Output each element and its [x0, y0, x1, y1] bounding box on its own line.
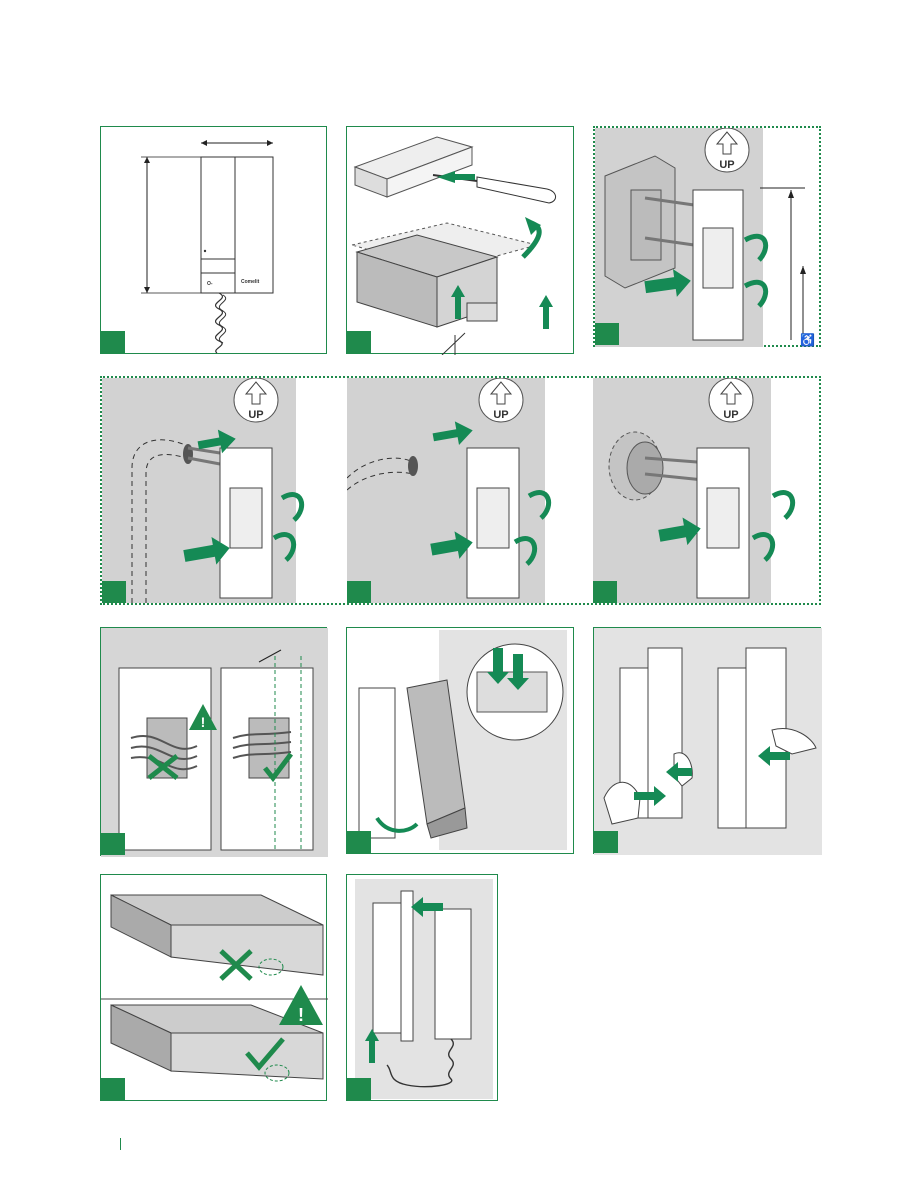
page-edge-marker [120, 1138, 121, 1150]
panel-latch-check: ! [100, 874, 327, 1101]
panel-connect-handset [346, 874, 498, 1101]
panel-attach-cover [346, 627, 574, 854]
up-label: UP [493, 409, 508, 421]
step-number-tab [347, 1078, 371, 1100]
panel-dimensions: O- Comelit [100, 126, 327, 354]
panel-slide-handset-cover [593, 627, 821, 854]
mount-wall-plugs-cable-illustration: UP [102, 378, 328, 603]
step-number-tab [347, 581, 371, 603]
panel-sub-wall-plugs: UP [347, 378, 575, 603]
svg-text:O-: O- [207, 281, 213, 287]
step-number-tab [595, 323, 619, 345]
brand-wordmark: Comelit [241, 279, 260, 285]
connect-handset-illustration [347, 875, 499, 1102]
step-number-tab [101, 833, 125, 855]
mount-wall-plugs-illustration: UP [347, 378, 575, 603]
dimensions-illustration: O- Comelit [101, 127, 328, 355]
attach-cover-illustration [347, 628, 575, 855]
step-number-tab [102, 581, 126, 603]
panel-sub-wall-plugs-cable: UP [102, 378, 328, 603]
step-number-tab [594, 831, 618, 853]
open-housing-illustration [347, 127, 575, 355]
up-label: UP [723, 409, 738, 421]
up-label: UP [719, 159, 734, 171]
accessibility-icon: ♿ [800, 333, 815, 347]
panel-open-housing [346, 126, 574, 354]
slide-handset-cover-illustration [594, 628, 822, 855]
latch-check-illustration: ! [101, 875, 328, 1102]
step-number-tab [101, 1078, 125, 1100]
wiring-routing-illustration: ! [101, 628, 328, 857]
panel-wiring-routing: ! [100, 627, 327, 856]
panel-sub-round-box: UP [593, 378, 819, 603]
step-number-tab [347, 331, 371, 353]
mount-flush-box-illustration: UP ♿ [595, 128, 821, 347]
step-number-tab [347, 831, 371, 853]
step-number-tab [593, 581, 617, 603]
panel-mount-flush-box: UP ♿ [593, 126, 821, 347]
step-number-tab [101, 331, 125, 353]
svg-text:!: ! [201, 714, 206, 730]
mount-round-box-illustration: UP [593, 378, 819, 603]
up-label: UP [248, 409, 263, 421]
svg-text:!: ! [298, 1005, 304, 1025]
